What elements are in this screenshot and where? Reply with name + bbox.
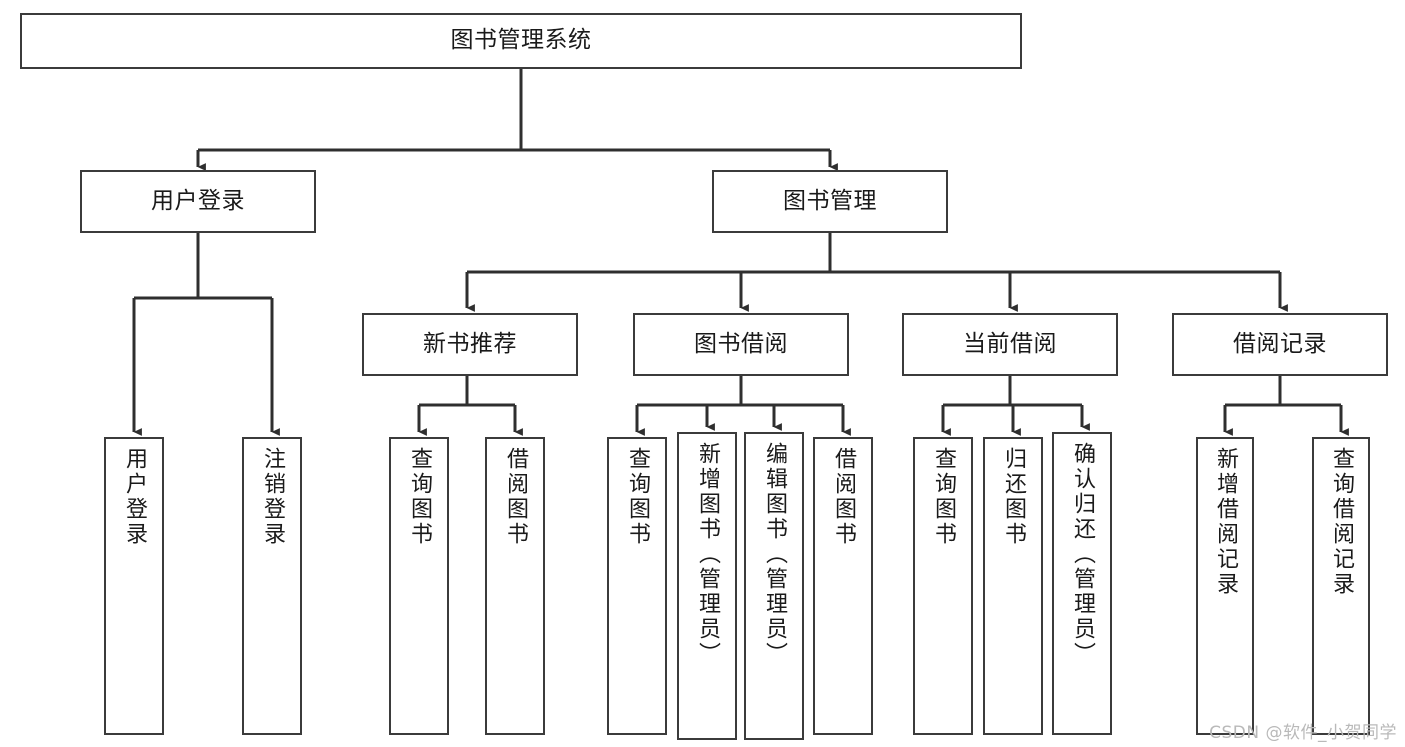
node-new-book-recommend[interactable]: 新书推荐 — [362, 313, 578, 376]
leaf-borrow-book[interactable]: 借阅图书 — [813, 437, 873, 735]
node-label: 图书管理系统 — [450, 27, 592, 54]
leaf-query-book-borrow[interactable]: 查询图书 — [607, 437, 667, 735]
leaf-add-borrow-record[interactable]: 新增借阅记录 — [1196, 437, 1254, 735]
node-label: 用户登录 — [151, 187, 245, 214]
node-current-borrow[interactable]: 当前借阅 — [902, 313, 1118, 376]
node-label: 归还图书 — [1001, 447, 1026, 547]
leaf-confirm-return-admin[interactable]: 确认归还（管理员） — [1052, 432, 1112, 735]
node-label: 借阅记录 — [1233, 330, 1327, 357]
node-root-book-management-system[interactable]: 图书管理系统 — [20, 13, 1022, 69]
node-label: 借阅图书 — [503, 447, 528, 547]
leaf-edit-book-admin[interactable]: 编辑图书（管理员） — [744, 432, 804, 740]
leaf-query-book-recommend[interactable]: 查询图书 — [389, 437, 449, 735]
node-label: 编辑图书（管理员） — [762, 442, 787, 667]
node-label: 确认归还（管理员） — [1070, 442, 1095, 667]
node-borrow-record[interactable]: 借阅记录 — [1172, 313, 1388, 376]
leaf-query-borrow-record[interactable]: 查询借阅记录 — [1312, 437, 1370, 735]
node-user-login[interactable]: 用户登录 — [80, 170, 316, 233]
leaf-query-book-current[interactable]: 查询图书 — [913, 437, 973, 735]
leaf-add-book-admin[interactable]: 新增图书（管理员） — [677, 432, 737, 740]
node-label: 用户登录 — [122, 447, 147, 547]
node-label: 查询借阅记录 — [1329, 447, 1354, 597]
node-label: 新书推荐 — [423, 330, 517, 357]
node-label: 查询图书 — [625, 447, 650, 547]
node-label: 图书管理 — [783, 187, 877, 214]
leaf-return-book[interactable]: 归还图书 — [983, 437, 1043, 735]
leaf-borrow-book-recommend[interactable]: 借阅图书 — [485, 437, 545, 735]
leaf-user-login[interactable]: 用户登录 — [104, 437, 164, 735]
node-book-management[interactable]: 图书管理 — [712, 170, 948, 233]
node-label: 图书借阅 — [694, 330, 788, 357]
node-label: 借阅图书 — [831, 447, 856, 547]
node-book-borrow[interactable]: 图书借阅 — [633, 313, 849, 376]
node-label: 查询图书 — [407, 447, 432, 547]
node-label: 查询图书 — [931, 447, 956, 547]
node-label: 新增借阅记录 — [1213, 447, 1238, 597]
leaf-logout[interactable]: 注销登录 — [242, 437, 302, 735]
node-label: 当前借阅 — [963, 330, 1057, 357]
node-label: 新增图书（管理员） — [695, 442, 720, 667]
node-label: 注销登录 — [260, 447, 285, 547]
